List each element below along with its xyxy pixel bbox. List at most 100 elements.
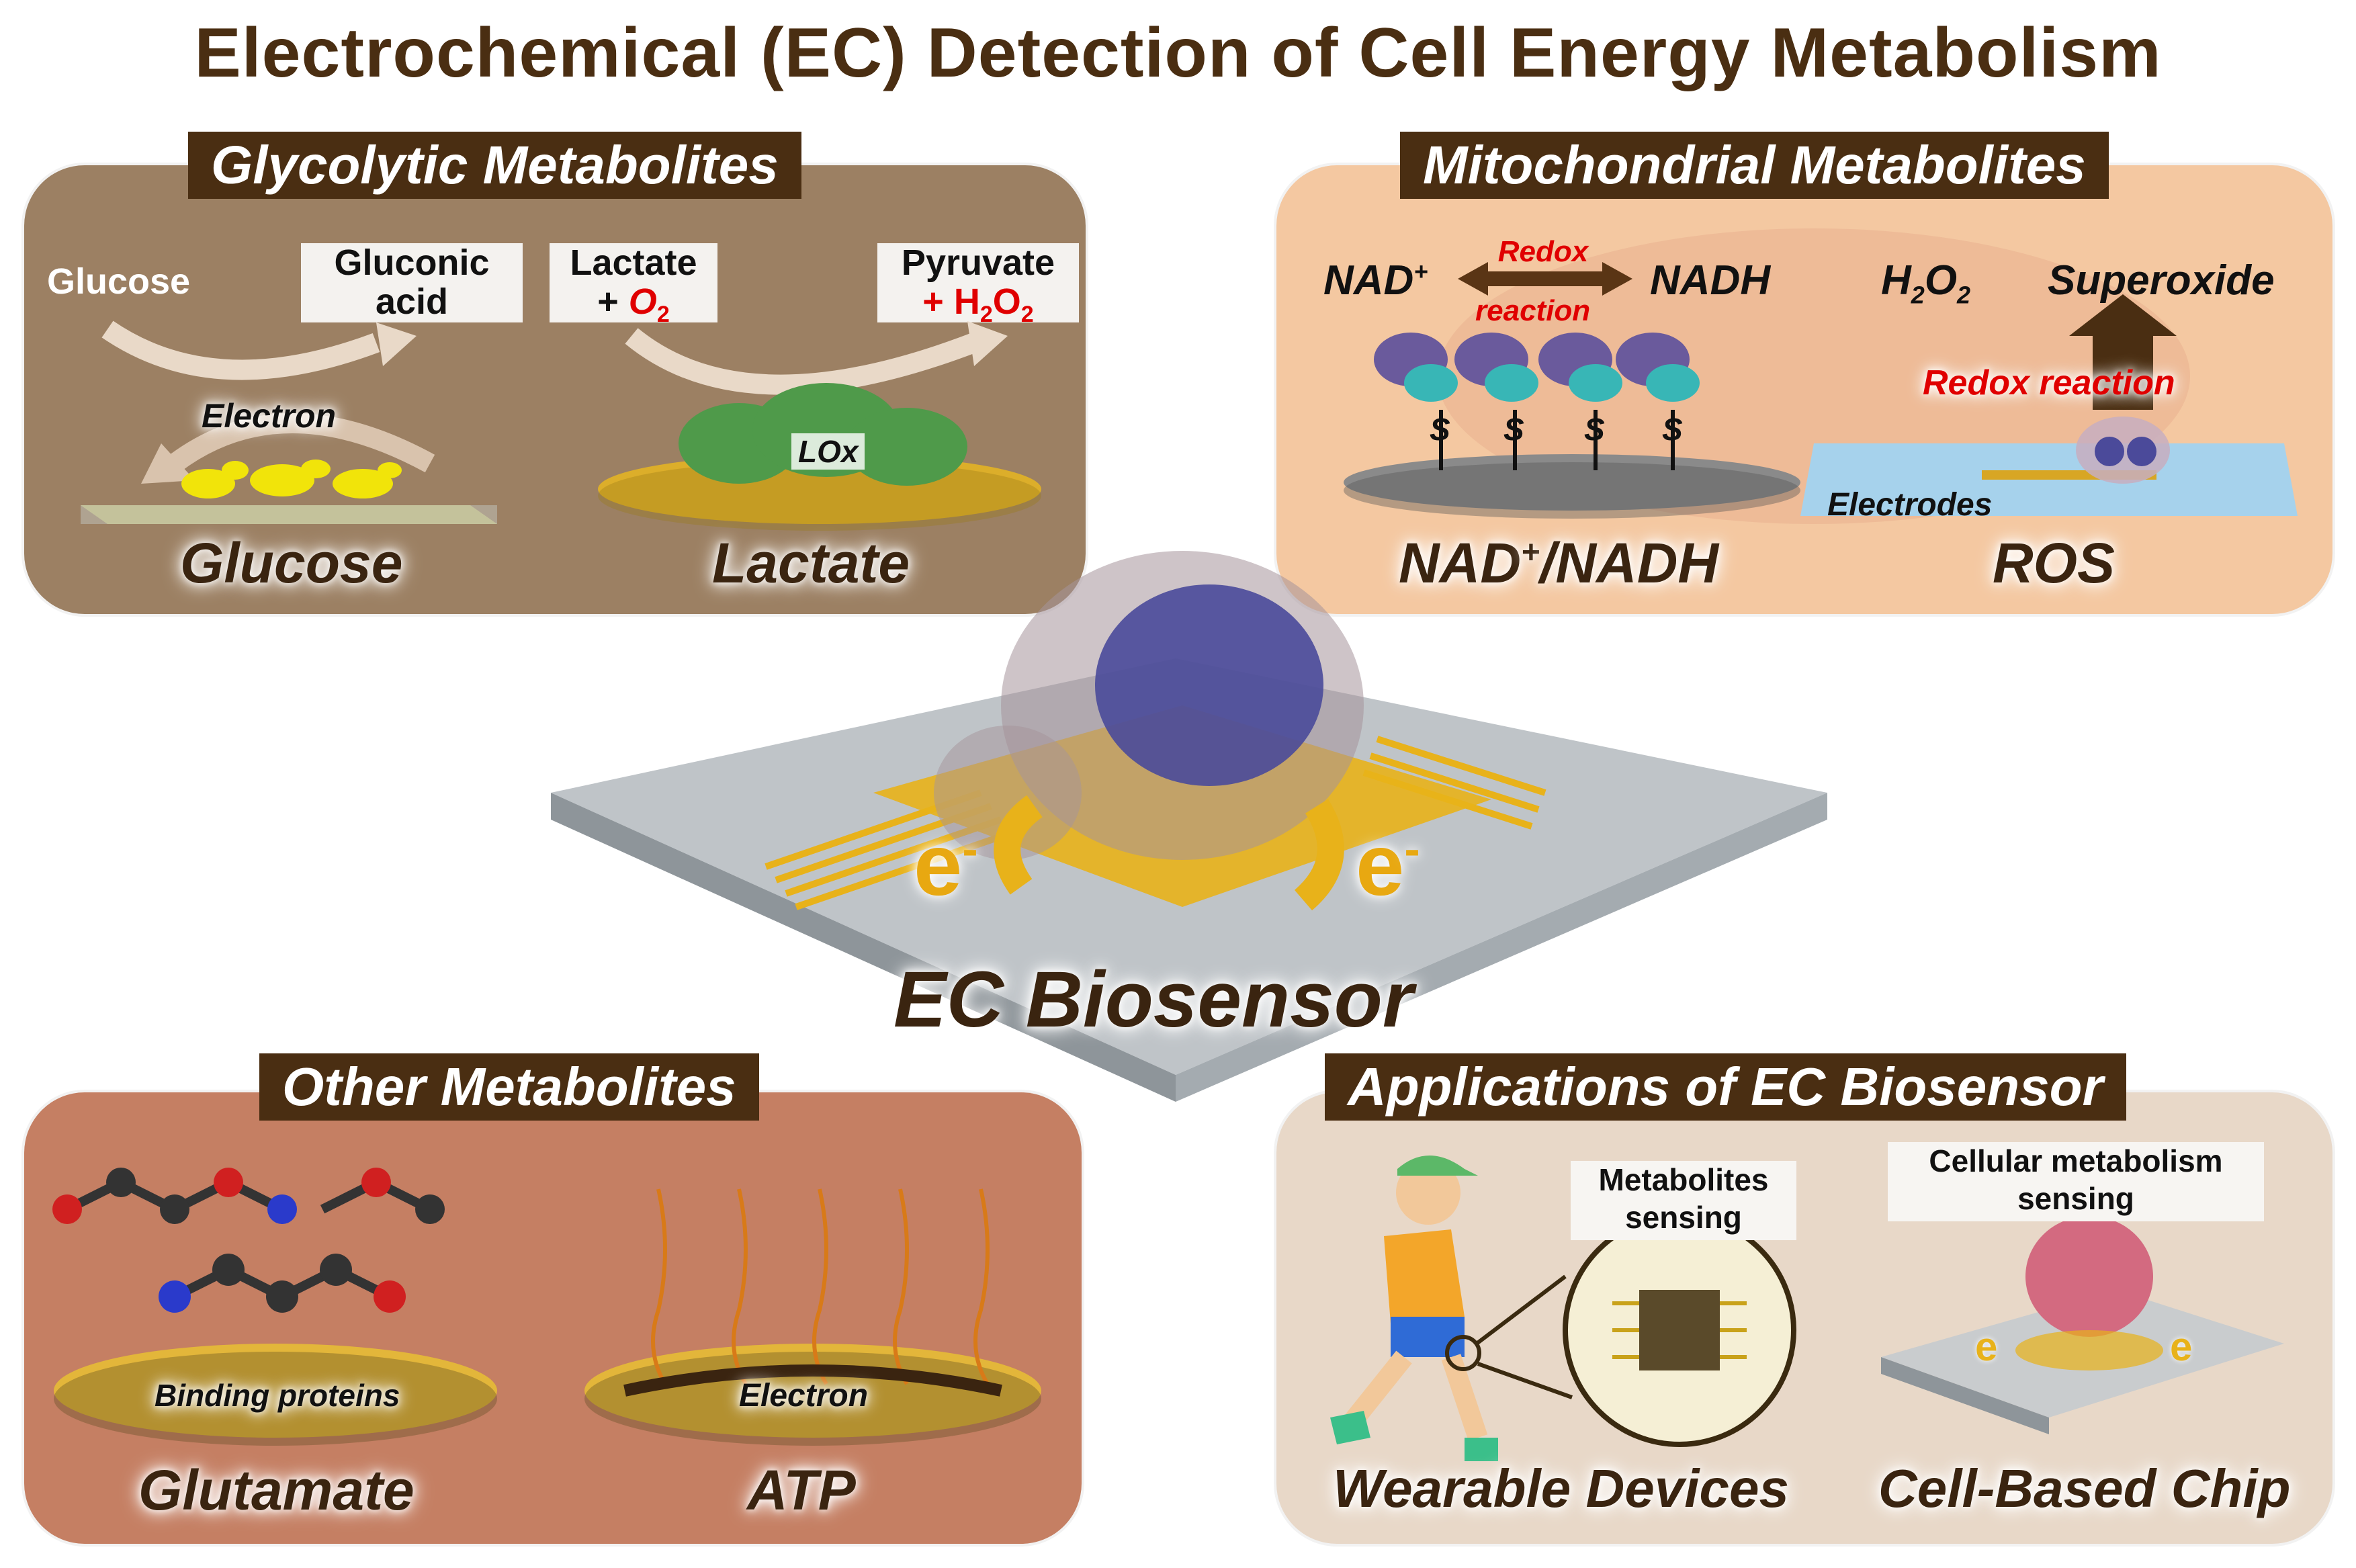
redox-arrowhead-left	[1458, 262, 1488, 296]
cellular-metabolism-sensing-box: Cellular metabolism sensing	[1888, 1142, 2264, 1221]
biosensor-plate-side-left	[551, 793, 1176, 1102]
electrodes-label: Electrodes	[1827, 487, 1993, 523]
other-metabolites-panel-title: Other Metabolites	[259, 1053, 759, 1121]
nad-caption-text: NAD	[1399, 531, 1521, 595]
nad-label: NAD+	[1323, 257, 1428, 304]
lactate-oxygen-box: Lactate + O2	[550, 243, 717, 327]
h2o2-sub1: 2	[1911, 281, 1925, 309]
wearable-sensor-marker	[1445, 1335, 1481, 1371]
atp-caption: ATP	[747, 1458, 856, 1522]
superoxide-label: Superoxide	[2048, 257, 2275, 304]
nadh-caption-text: /NADH	[1540, 531, 1719, 595]
metabolites-sensing-line1: Metabolites	[1598, 1162, 1769, 1197]
chip-electron-left: e	[1975, 1324, 1998, 1369]
other-metabolites-panel	[24, 1092, 1082, 1544]
glycolytic-panel-title: Glycolytic Metabolites	[188, 132, 801, 199]
glucose-arrowhead-up	[376, 322, 417, 366]
electron-right-sup: -	[1404, 822, 1420, 875]
h2o2-h: H	[1881, 257, 1911, 304]
magnifier-line-bottom	[1477, 1362, 1573, 1399]
cell-bleb-left	[934, 726, 1082, 860]
h2o2-o: O	[1924, 257, 1958, 304]
lactate-arrow	[625, 328, 978, 395]
electron-arrow-left	[994, 795, 1043, 895]
nadh-label: NADH	[1650, 257, 1771, 304]
nad-enzymes	[1374, 333, 1700, 402]
glucose-oxidase-molecules	[181, 460, 402, 498]
redox-label-bottom: reaction	[1475, 294, 1591, 327]
glutamate-electrode-edge	[54, 1352, 497, 1446]
electron-arrow-down	[169, 413, 435, 473]
h2o2-sub2: 2	[1020, 301, 1034, 327]
glycolytic-panel	[24, 165, 1086, 614]
h2o2-h: + H	[922, 281, 980, 322]
cell-chip-electrode	[2015, 1330, 2163, 1370]
electron-arrow-right	[1294, 799, 1344, 911]
ros-cell-nucleus-1	[2095, 437, 2124, 466]
electron-left-sup: -	[962, 822, 978, 875]
electron-symbol-right: e-	[1356, 814, 1420, 915]
electron-symbol-left: e-	[914, 814, 978, 915]
thiol-label-3: S	[1584, 412, 1605, 447]
binding-proteins-label: Binding proteins	[155, 1378, 400, 1413]
electron-right-text: e	[1356, 816, 1405, 914]
applications-panel-title: Applications of EC Biosensor	[1325, 1053, 2126, 1121]
cell-nucleus	[1095, 584, 1323, 786]
cellular-sensing-line2: sensing	[2017, 1181, 2134, 1216]
runner-head	[1396, 1160, 1460, 1225]
wearable-devices-caption: Wearable Devices	[1333, 1458, 1789, 1518]
redox-label-top: Redox	[1497, 235, 1589, 268]
glutamate-electrode-top	[54, 1344, 497, 1438]
thiol-label-2: S	[1503, 412, 1524, 447]
electron-left-text: e	[914, 816, 963, 914]
h2o2-label: H2O2	[1881, 257, 1970, 309]
ros-cell-nucleus-2	[2127, 437, 2156, 466]
ec-biosensor-label: EC Biosensor	[893, 955, 1413, 1044]
glucose-input-label: Glucose	[47, 261, 191, 302]
thiol-label-1: S	[1430, 412, 1450, 447]
cell-chip-side	[1881, 1357, 2049, 1434]
runner-cap	[1397, 1156, 1478, 1176]
glucose-caption: Glucose	[180, 531, 403, 595]
runner-shorts	[1391, 1317, 1465, 1357]
magnifier-line-top	[1475, 1274, 1567, 1346]
nad-electrode-top	[1344, 454, 1800, 511]
nad-superscript: +	[1413, 257, 1428, 286]
runner-shoe-back	[1330, 1411, 1370, 1444]
biosensor-plate-side-right	[1176, 793, 1827, 1102]
glucose-electrode-side	[81, 505, 497, 524]
pyruvate-box: Pyruvate + H2O2	[877, 243, 1079, 327]
gluconic-acid-line2: acid	[375, 281, 449, 322]
runner-shirt	[1384, 1229, 1465, 1323]
atp-electron-arrow	[623, 1364, 1002, 1397]
chip-electron-right: e	[2170, 1324, 2193, 1369]
ros-caption: ROS	[1993, 531, 2115, 595]
atp-electrode-top	[584, 1344, 1041, 1438]
glucose-arrow-up	[101, 320, 380, 380]
lactate-input-line1: Lactate	[570, 243, 697, 283]
oxygen-symbol: O	[628, 281, 657, 322]
glutamate-caption: Glutamate	[138, 1458, 415, 1522]
lactate-input-line2: + O2	[550, 282, 717, 334]
cell-based-chip-caption: Cell-Based Chip	[1878, 1458, 2291, 1518]
nad-electrode-edge	[1344, 462, 1800, 519]
glutamate-atoms	[52, 1168, 445, 1313]
h2o2-sub2: 2	[1957, 281, 1971, 309]
page-title: Electrochemical (EC) Detection of Cell E…	[194, 14, 2162, 92]
oxygen-subscript: 2	[656, 301, 670, 327]
mitochondrial-panel-title: Mitochondrial Metabolites	[1400, 132, 2109, 199]
runner-shoe-front	[1465, 1438, 1498, 1461]
cellular-sensing-line1: Cellular metabolism	[1929, 1143, 2223, 1178]
redox-arrowhead-right	[1602, 262, 1632, 296]
plus-sign: +	[597, 281, 629, 322]
nad-text: NAD	[1323, 257, 1414, 304]
pyruvate-line1: Pyruvate	[901, 243, 1055, 283]
thiol-linkers	[1439, 410, 1675, 470]
lox-label: LOx	[791, 433, 865, 470]
ros-up-arrow	[2069, 294, 2177, 410]
